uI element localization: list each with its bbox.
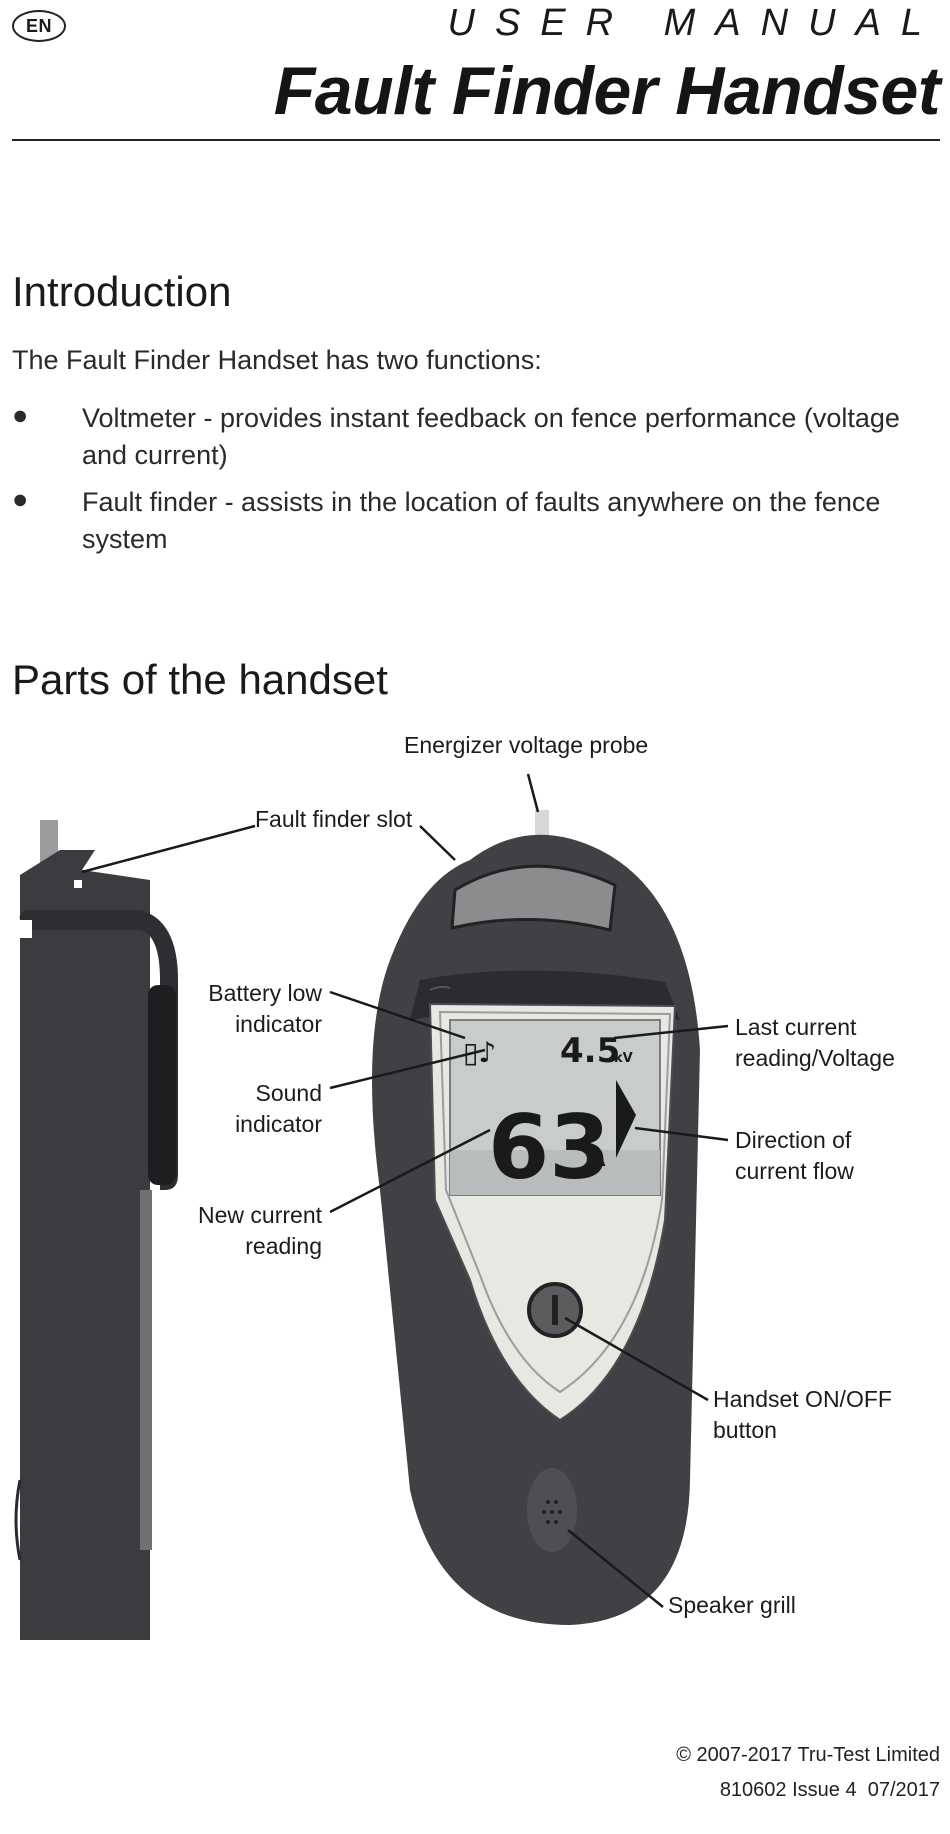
handset-illustration: ▯♪ 4.5 kV 63 A	[14, 773, 729, 1680]
bullet-fault-finder: ● Fault finder - assists in the location…	[12, 484, 932, 554]
label-last-current: Last current reading/Voltage	[735, 1014, 895, 1071]
bullet-text: Fault finder - assists in the location o…	[82, 487, 881, 554]
label-direction: Direction of current flow	[735, 1127, 854, 1184]
label-voltage-probe: Energizer voltage probe	[404, 732, 649, 758]
callout-lines	[81, 773, 729, 1608]
handset-side-view	[14, 820, 179, 1680]
voltage-value: 4.5	[560, 1031, 620, 1071]
bullet-text: Voltmeter - provides instant feedback on…	[82, 403, 900, 470]
label-onoff-button: Handset ON/OFF button	[713, 1386, 892, 1443]
label-speaker-grill: Speaker grill	[668, 1592, 796, 1618]
introduction-lead: The Fault Finder Handset has two functio…	[12, 345, 542, 375]
language-badge: EN	[12, 10, 66, 42]
voltage-unit: kV	[614, 1051, 633, 1066]
power-icon	[552, 1295, 558, 1325]
label-sound-indicator: Sound indicator	[235, 1080, 322, 1137]
issue-text: 810602 Issue 4 07/2017	[719, 1779, 940, 1801]
handset-front-view: ▯♪ 4.5 kV 63 A	[372, 810, 700, 1625]
label-new-current: New current reading	[198, 1202, 322, 1259]
document-title: Fault Finder Handset	[273, 53, 941, 129]
introduction-heading: Introduction	[12, 268, 232, 315]
current-value: 63	[488, 1096, 610, 1199]
parts-heading: Parts of the handset	[12, 656, 388, 703]
direction-arrow-icon	[616, 1080, 636, 1158]
bullet-icon: ●	[12, 484, 29, 514]
current-unit: A	[590, 1147, 606, 1171]
handset-figure: ▯♪ 4.5 kV 63 A Energizer volta	[0, 720, 950, 1680]
title-divider	[12, 139, 940, 141]
bullet-voltmeter: ● Voltmeter - provides instant feedback …	[12, 400, 932, 480]
label-battery-low: Battery low indicator	[208, 980, 322, 1037]
manual-label: USER MANUAL	[447, 2, 942, 44]
copyright-text: © 2007-2017 Tru-Test Limited	[676, 1744, 940, 1766]
bullet-icon: ●	[12, 400, 29, 430]
label-fault-finder-slot: Fault finder slot	[255, 806, 413, 832]
